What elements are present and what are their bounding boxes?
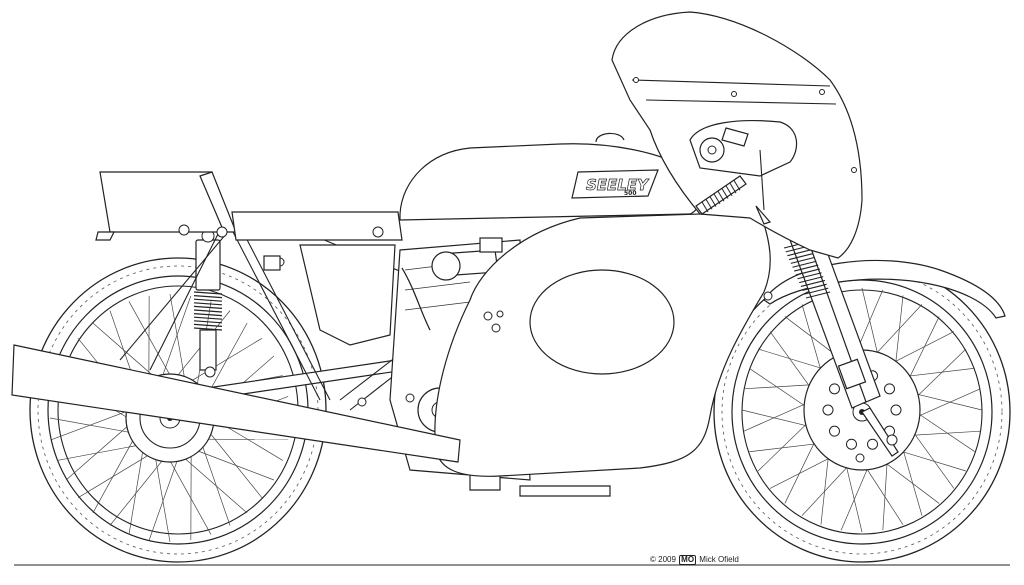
tank-badge: SEELEY 500 (571, 169, 659, 199)
credit-author: Mick Ofield (699, 555, 739, 564)
number-plate-oval (529, 269, 675, 375)
front-wheel (713, 261, 1011, 563)
credit-year: © 2009 (650, 555, 676, 564)
oil-tank (299, 244, 396, 346)
seat (95, 171, 403, 241)
fuel-tank: SEELEY 500 (399, 132, 700, 221)
front-forks (783, 237, 881, 409)
badge-model: 500 (624, 190, 637, 197)
handlebar (695, 127, 772, 225)
exhaust-pipe (11, 344, 461, 463)
copyright-credit: © 2009 MO Mick Ofield (650, 555, 739, 565)
rear-wheel-spokes (49, 293, 291, 543)
mo-monogram-icon: MO (679, 555, 697, 565)
badge-brand: SEELEY (586, 176, 650, 194)
